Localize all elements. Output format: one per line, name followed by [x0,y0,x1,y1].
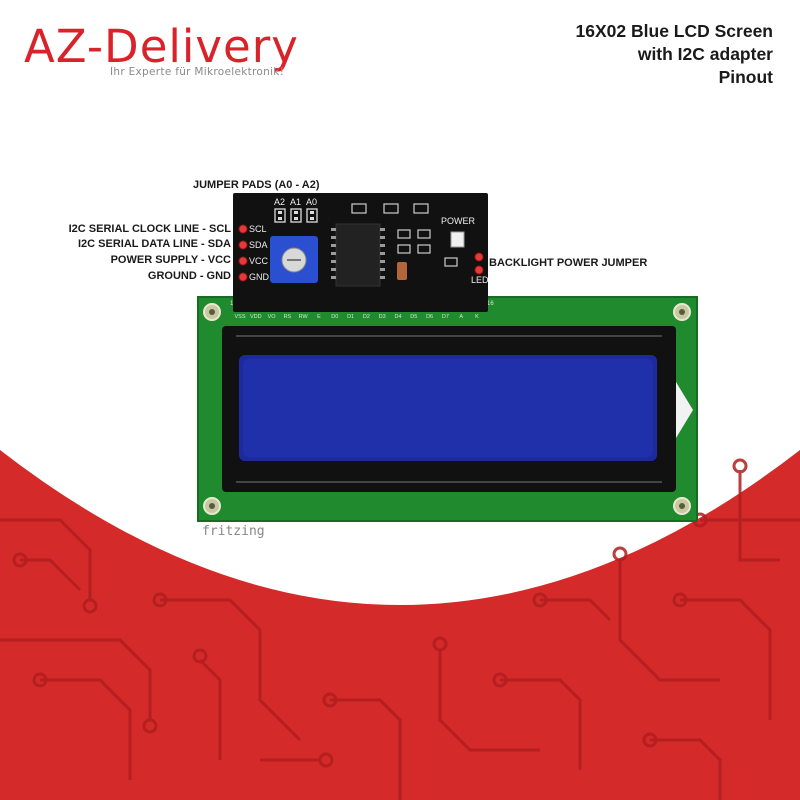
jumper-pads-callout: JUMPER PADS (A0 - A2) [193,179,320,191]
pin-label-scl: SCL [249,224,267,234]
lcd-pin-label-rw: RW [298,314,308,320]
led-jumper-pin-2 [474,265,484,275]
lcd-pin-label-d6: D6 [426,314,434,320]
lcd-pin-label-a: A [459,314,464,320]
diagram-title: 16X02 Blue LCD Screen with I2C adapter P… [576,20,773,89]
title-line-1: 16X02 Blue LCD Screen [575,21,773,41]
pin-label-gnd: GND [249,272,269,282]
jumper-label-a1: A1 [290,197,302,207]
pin-label-sda: SDA [249,240,268,250]
brand-logo: AZ-Delivery [24,20,299,73]
lcd-pin-label-e: E [317,314,321,320]
led-label: LED [471,275,489,285]
title-line-2: with I2C adapter [637,44,773,64]
power-label: POWER [441,216,476,226]
lcd-pin-label-rs: RS [283,314,292,320]
gnd-callout: GROUND - GND [147,270,231,282]
lcd-pin-label-vdd: VDD [249,314,262,320]
power-led [450,231,465,248]
fritzing-watermark: fritzing [202,524,265,539]
pcf8574-chip [335,223,381,287]
lcd-pin-label-d0: D0 [331,314,339,320]
jumper-label-a0: A0 [306,197,318,207]
sda-callout: I2C SERIAL DATA LINE - SDA [78,238,231,250]
vcc-callout: POWER SUPPLY - VCC [110,254,231,266]
address-jumper-pads [274,208,318,223]
brand-tagline: Ihr Experte für Mikroelektronik! [110,66,285,78]
led-jumper-pin-1 [474,252,484,262]
backlight-callout: BACKLIGHT POWER JUMPER [489,257,648,269]
lcd-pin-label-vo: VO [267,314,276,320]
scl-callout: I2C SERIAL CLOCK LINE - SCL [68,223,231,235]
title-line-3: Pinout [718,67,773,87]
lcd-pin-label-k: K [475,314,479,320]
lcd-pin-number-16: 16 [487,301,494,307]
lcd-pin-label-d5: D5 [410,314,418,320]
lcd-pin-label-d4: D4 [394,314,402,320]
lcd-pin-label-d7: D7 [441,314,449,320]
pin-label-vcc: VCC [249,256,269,266]
lcd-pin-label-d3: D3 [378,314,386,320]
lcd-pin-number-1: 1 [230,301,234,307]
jumper-label-a2: A2 [274,197,286,207]
lcd-pin-label-d2: D2 [362,314,370,320]
lcd-pin-label-d1: D1 [347,314,355,320]
lcd-pin-label-vss: VSS [234,314,246,320]
